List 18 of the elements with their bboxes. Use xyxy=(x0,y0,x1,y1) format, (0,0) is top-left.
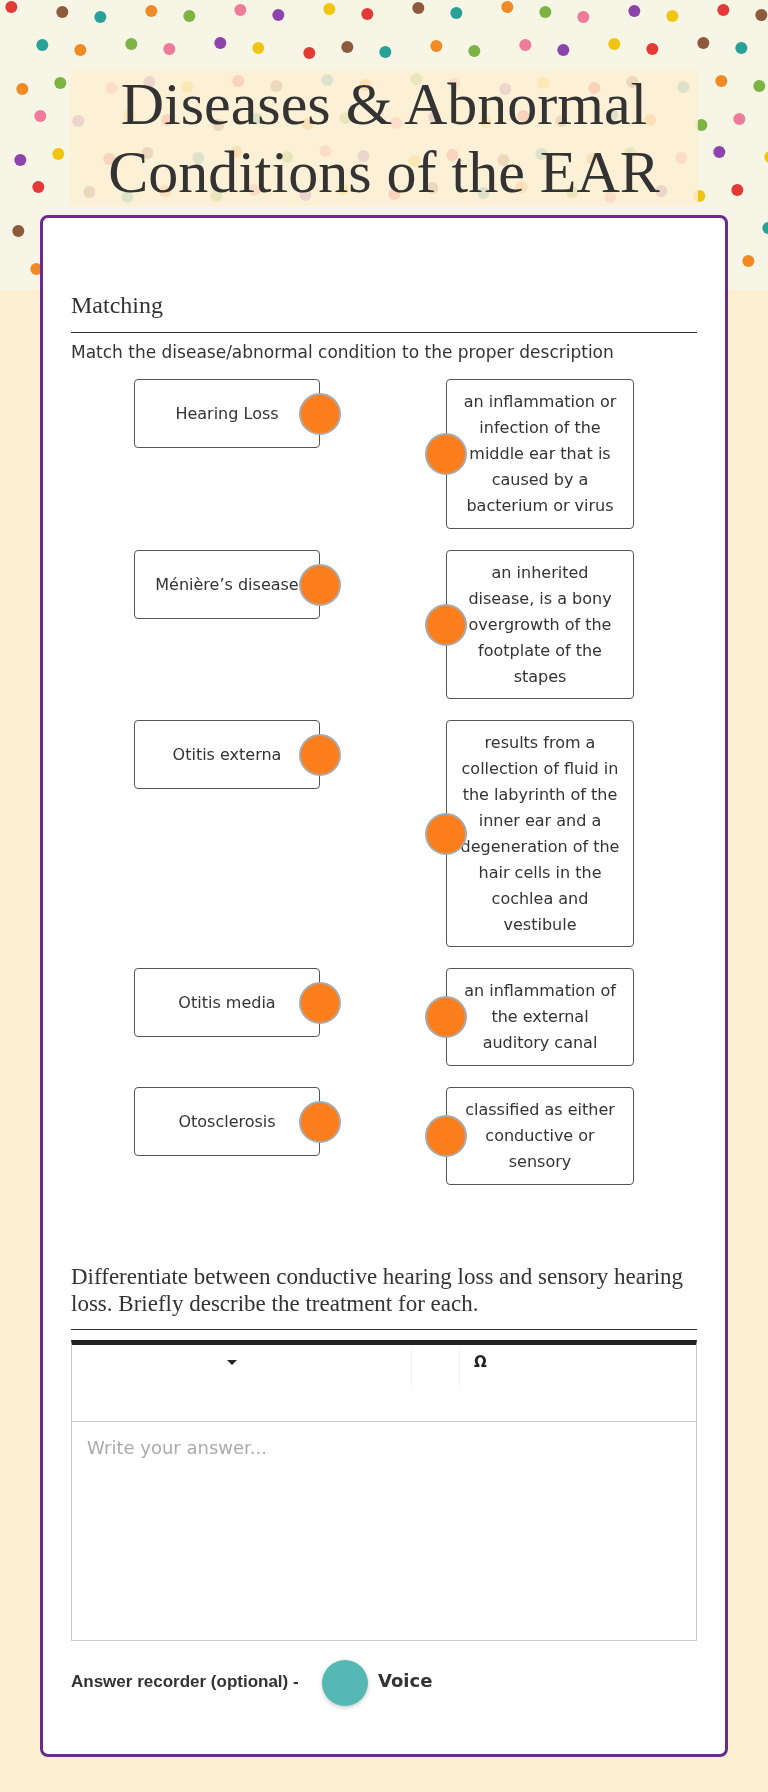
question-text: Differentiate between conductive hearing loss and sensory hearing loss. Briefly describe the treatment for each. xyxy=(71,1263,685,1317)
match-card: Otitis media xyxy=(134,968,320,1037)
match-card: results from a collection of fluid in the labyrinth of the inner ear and a degeneration of the hair cells in the cochlea and vestibule xyxy=(446,720,634,947)
match-card: classified as either conductive or sensory xyxy=(446,1087,634,1185)
match-card: Hearing Loss xyxy=(134,379,320,448)
match-card: an inflammation of the external auditory canal xyxy=(446,968,634,1066)
match-card: Ménière’s disease xyxy=(134,550,320,619)
instruction-text: Match the disease/abnormal condition to the proper description xyxy=(71,342,614,362)
section-heading: Matching xyxy=(71,292,163,319)
match-card: an inflammation or infection of the middle ear that is caused by a bacterium or virus xyxy=(446,379,634,529)
mode-label: Voice xyxy=(378,1670,433,1691)
match-card: an inherited disease, is a bony overgrowth of the footplate of the stapes xyxy=(446,550,634,699)
field-label: Answer recorder (optional) - xyxy=(71,1672,299,1692)
placeholder-text: Write your answer... xyxy=(87,1437,267,1458)
toolbar-symbol: Ω xyxy=(474,1353,487,1371)
match-card: Otosclerosis xyxy=(134,1087,320,1156)
title-heading: Diseases & Abnormal Conditions of the EAR xyxy=(70,70,698,206)
match-card: Otitis externa xyxy=(134,720,320,789)
